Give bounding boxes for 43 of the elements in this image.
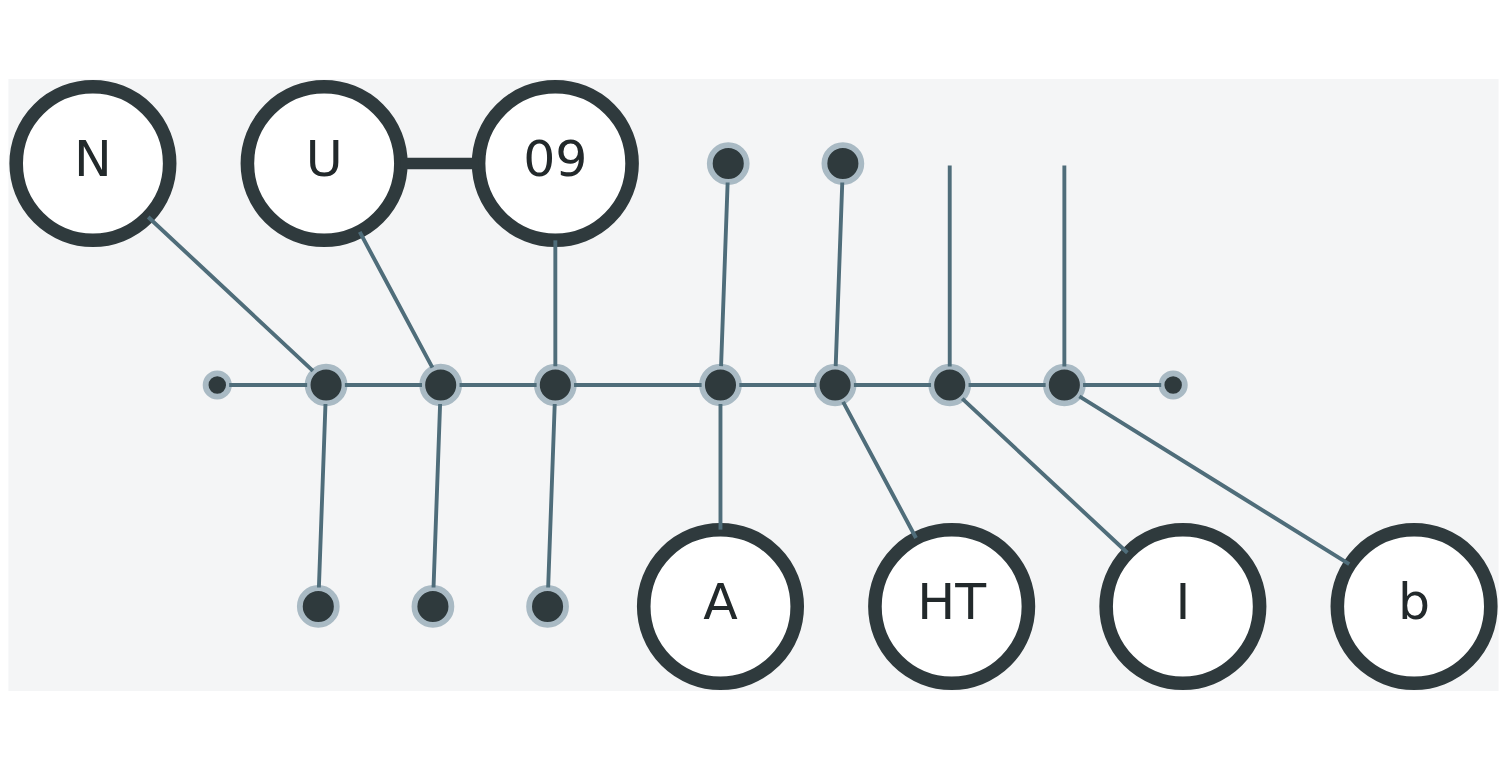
node-circle: [821, 141, 865, 185]
node-circle: [1043, 363, 1086, 406]
node-circle: [419, 363, 463, 406]
connector: [1078, 394, 1351, 566]
node-circle: [928, 363, 972, 406]
connector: [553, 239, 558, 366]
connector: [947, 165, 952, 366]
node-circle: [706, 141, 750, 185]
connector: [960, 396, 1129, 554]
connector: [833, 181, 845, 366]
connector: [1083, 382, 1162, 387]
connector: [229, 382, 308, 387]
node-circle: [1158, 369, 1188, 400]
node-circle: [526, 584, 569, 628]
connector: [968, 382, 1046, 387]
node-circle: [296, 584, 340, 628]
node-circle: [202, 369, 232, 400]
node-circle: 09: [471, 79, 639, 247]
node-circle: [533, 363, 577, 406]
node-circle: [699, 363, 742, 406]
node-circle: [411, 584, 455, 628]
connector: [1062, 165, 1067, 366]
connector: [146, 215, 315, 372]
connector: [739, 382, 817, 387]
connector: [358, 230, 435, 368]
connector: [841, 400, 918, 539]
connector: [431, 403, 443, 588]
connector: [853, 382, 931, 387]
node-circle: N: [9, 79, 177, 247]
node-circle: b: [1330, 522, 1498, 690]
node-circle: HT: [868, 522, 1036, 690]
node-circle: I: [1099, 522, 1267, 690]
connector: [719, 181, 730, 366]
connector: [718, 403, 723, 530]
node-circle: [813, 363, 857, 406]
connector: [459, 382, 537, 387]
node-circle: [304, 363, 348, 406]
connector: [344, 382, 422, 387]
node-circle: A: [636, 522, 804, 690]
connector: [546, 403, 557, 588]
connector: [574, 382, 702, 387]
connector: [316, 403, 328, 588]
node-circle: U: [240, 79, 408, 247]
